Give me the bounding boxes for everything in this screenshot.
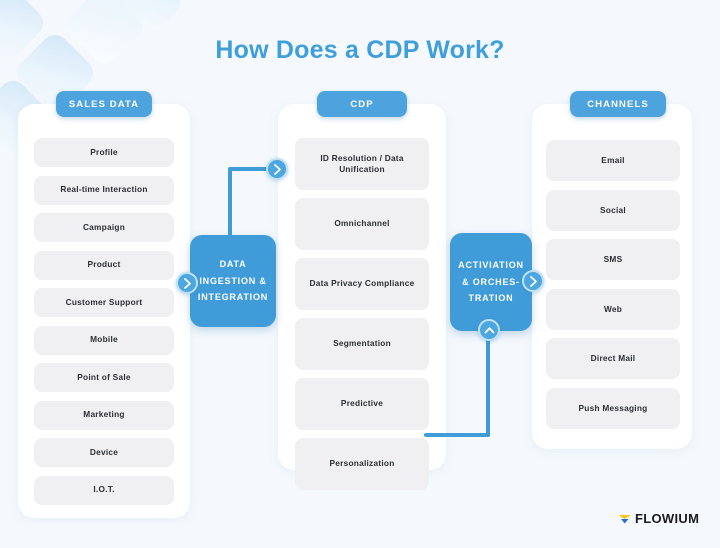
chevron-right-icon[interactable] (266, 158, 288, 180)
list-item[interactable]: Push Messaging (546, 387, 680, 429)
chevron-right-icon[interactable] (522, 270, 544, 292)
flowium-logo-text: FLOWIUM (635, 511, 700, 526)
list-item[interactable]: Customer Support (34, 288, 174, 317)
list-item[interactable]: Real-time Interaction (34, 175, 174, 205)
channels-header: CHANNELS (570, 91, 666, 117)
flowium-logo: FLOWIUM (618, 511, 699, 526)
page-title: How Does a CDP Work? (215, 36, 505, 64)
list-item[interactable]: Campaign (34, 213, 174, 242)
sales-data-item-list: Profile Real-time Interaction Campaign P… (34, 138, 174, 505)
activation-label: ACTIVIATION & ORCHES- TRATION (458, 260, 524, 304)
connector-line-ingestion-vertical (228, 169, 232, 239)
cdp-item-list: ID Resolution / Data Unification Omnicha… (295, 138, 429, 490)
list-item[interactable]: Mobile (34, 325, 174, 355)
list-item[interactable]: Direct Mail (546, 338, 680, 380)
chevron-right-icon[interactable] (176, 272, 198, 294)
list-item[interactable]: Profile (34, 138, 174, 167)
list-item[interactable]: Social (546, 189, 680, 231)
connector-line-ingestion-horizontal (228, 167, 278, 171)
list-item[interactable]: Personalization (295, 438, 429, 490)
activation-orchestration-box[interactable]: ACTIVIATION & ORCHES- TRATION (450, 233, 532, 331)
connector-line-activation-vertical (486, 327, 490, 437)
channels-item-list: Email Social SMS Web Direct Mail Push Me… (546, 140, 680, 429)
list-item[interactable]: Segmentation (295, 318, 429, 370)
list-item[interactable]: Web (546, 288, 680, 330)
list-item[interactable]: Omnichannel (295, 198, 429, 250)
list-item[interactable]: Point of Sale (34, 363, 174, 392)
flowium-mark-icon (618, 515, 631, 524)
data-ingestion-integration-box[interactable]: DATA INGESTION & INTEGRATION (190, 235, 276, 327)
list-item[interactable]: Email (546, 140, 680, 181)
decorative-square (109, 0, 180, 35)
list-item[interactable]: SMS (546, 239, 680, 281)
sales-data-header: SALES DATA (56, 91, 152, 117)
list-item[interactable]: Predictive (295, 378, 429, 430)
list-item[interactable]: Data Privacy Compliance (295, 258, 429, 310)
list-item[interactable]: I.O.T. (34, 475, 174, 505)
data-ingestion-label: DATA INGESTION & INTEGRATION (197, 259, 269, 303)
list-item[interactable]: Device (34, 438, 174, 467)
list-item[interactable]: Marketing (34, 400, 174, 430)
connector-line-activation-horizontal (424, 433, 490, 437)
chevron-up-icon[interactable] (478, 319, 500, 341)
list-item[interactable]: ID Resolution / Data Unification (295, 138, 429, 190)
cdp-header: CDP (317, 91, 407, 117)
list-item[interactable]: Product (34, 250, 174, 280)
